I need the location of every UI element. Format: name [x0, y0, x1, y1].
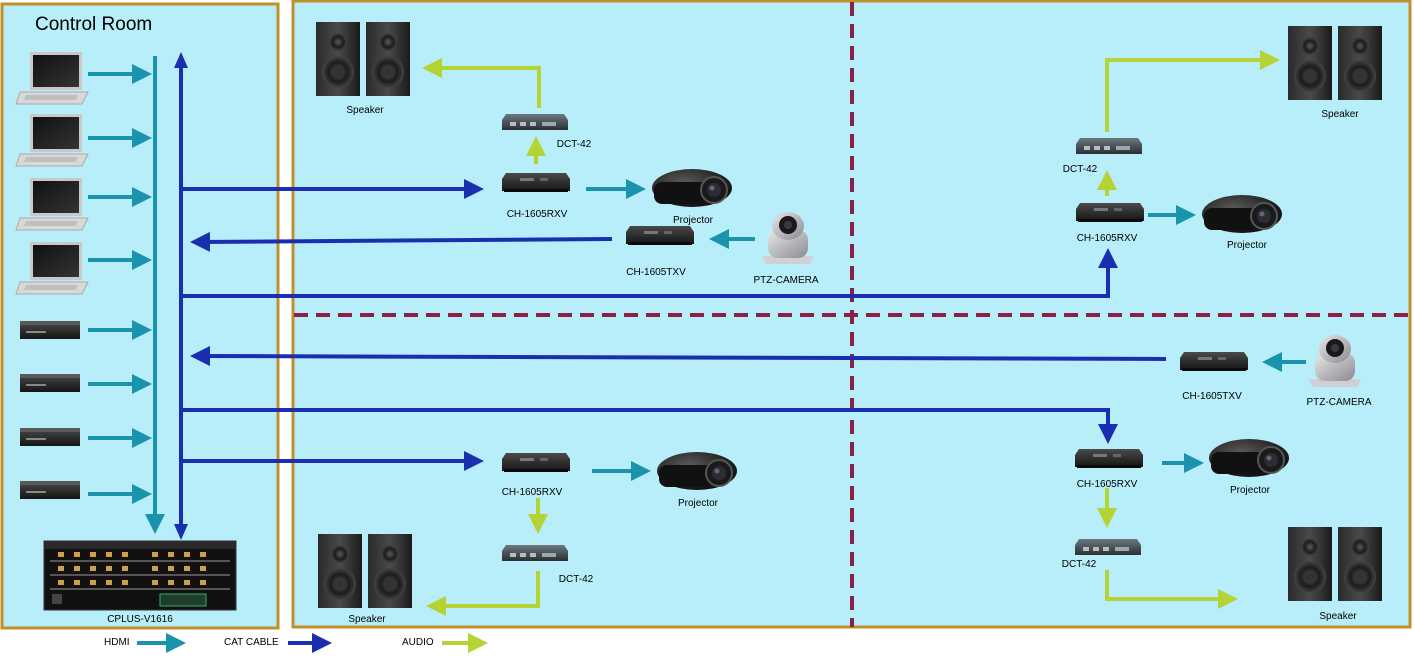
dct-42-device	[502, 114, 568, 130]
tl-speaker-label: Speaker	[346, 105, 384, 116]
dct-42-device	[1076, 138, 1142, 154]
ch-1605rxv-device	[502, 453, 570, 472]
br-dct-label: DCT-42	[1061, 559, 1097, 570]
audio-runs	[422, 50, 1280, 616]
bl-receiver-label: CH-1605RXV	[501, 487, 563, 498]
hdmi-source-arrows	[88, 56, 165, 534]
br-projector-label: Projector	[1229, 485, 1271, 496]
projector-icon	[1208, 438, 1290, 478]
bl-projector-label: Projector	[677, 498, 719, 509]
cat-bus	[174, 52, 188, 540]
ch-1605txv-device	[1180, 352, 1248, 371]
br-speaker-label: Speaker	[1319, 611, 1357, 622]
dct-42-device	[502, 545, 568, 561]
hdmi-room-runs	[586, 179, 1306, 481]
legend-audio-label: AUDIO	[402, 637, 434, 648]
tr-speaker-label: Speaker	[1321, 109, 1359, 120]
media-player-icon	[20, 481, 80, 499]
legend-hdmi-label: HDMI	[104, 637, 130, 648]
projector-icon	[651, 168, 733, 208]
ch-1605rxv-device	[1076, 203, 1144, 222]
ch-1605rxv-device	[1075, 449, 1143, 468]
control-room-frame	[0, 2, 280, 630]
bl-speaker-label: Speaker	[348, 614, 386, 625]
legend-cat-label: CAT CABLE	[224, 637, 279, 648]
br-receiver-label: CH-1605RXV	[1076, 479, 1138, 490]
media-player-icon	[20, 374, 80, 392]
media-player-icon	[20, 428, 80, 446]
cat-cable-runs	[183, 179, 1167, 471]
dct-42-device	[1075, 539, 1141, 555]
media-player-icon	[20, 321, 80, 339]
tl-receiver-label: CH-1605RXV	[506, 209, 568, 220]
tr-dct-label: DCT-42	[1062, 164, 1098, 175]
projector-icon	[1201, 194, 1283, 234]
ch-1605rxv-device	[502, 173, 570, 192]
matrix-switcher	[43, 540, 237, 611]
br-transmitter-label: CH-1605TXV	[1182, 391, 1242, 402]
tr-projector-label: Projector	[1226, 240, 1268, 251]
tl-camera-label: PTZ-CAMERA	[753, 275, 819, 286]
projector-icon	[656, 451, 738, 491]
bl-dct-label: DCT-42	[558, 574, 594, 585]
tr-receiver-label: CH-1605RXV	[1076, 233, 1138, 244]
tl-projector-label: Projector	[672, 215, 714, 226]
tl-transmitter-label: CH-1605TXV	[626, 267, 686, 278]
control-room-title: Control Room	[35, 14, 153, 35]
tl-dct-label: DCT-42	[556, 139, 592, 150]
matrix-label: CPLUS-V1616	[107, 614, 173, 625]
br-camera-label: PTZ-CAMERA	[1306, 397, 1372, 408]
ch-1605txv-device	[626, 226, 694, 245]
